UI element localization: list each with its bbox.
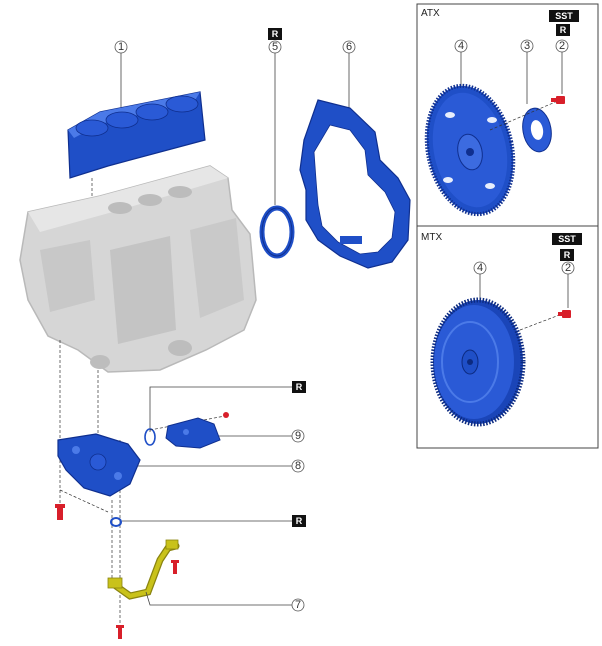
drive-plate-bolt: [551, 96, 565, 104]
strainer-bolt-lower: [116, 625, 124, 639]
svg-text:5: 5: [272, 41, 278, 53]
svg-text:SST: SST: [558, 234, 576, 244]
strainer-bolt-upper: [171, 560, 179, 574]
sst-tag-atx: [549, 10, 579, 22]
svg-text:4: 4: [458, 40, 464, 52]
callout-2-atx: 2: [555, 39, 569, 94]
svg-text:R: R: [564, 250, 571, 260]
r-tag-seal: R: [268, 28, 282, 40]
flywheel: [430, 297, 526, 427]
oil-pump: [57, 433, 141, 497]
r-tag-pump: R: [292, 381, 306, 393]
svg-text:9: 9: [295, 430, 301, 442]
sst-tag-mtx: [552, 233, 582, 245]
cylinder-liner-assembly: [67, 91, 206, 179]
rear-oil-seal: [259, 205, 295, 259]
r-tag-atx: [556, 24, 570, 36]
svg-text:3: 3: [524, 40, 530, 52]
strainer-o-ring: [110, 517, 122, 527]
svg-text:2: 2: [565, 262, 571, 274]
mtx-title: MTX: [421, 232, 442, 243]
flywheel-bolt: [558, 310, 571, 318]
end-plate-gasket: [299, 99, 411, 269]
callout-2-mtx: 2: [561, 261, 575, 308]
backing-plate: [522, 107, 552, 153]
svg-text:R: R: [296, 516, 303, 526]
r-tag-oring: R: [292, 515, 306, 527]
svg-text:8: 8: [295, 460, 301, 472]
svg-text:7: 7: [295, 599, 301, 611]
svg-text:R: R: [560, 25, 567, 35]
svg-text:4: 4: [477, 262, 483, 274]
r-tag-mtx: [560, 249, 574, 261]
callout-5: 5: [268, 40, 282, 205]
pump-side-bolt: [55, 504, 65, 520]
svg-text:2: 2: [559, 40, 565, 52]
cylinder-block: [19, 165, 257, 373]
atx-title: ATX: [421, 8, 440, 19]
callout-9: 9: [212, 429, 305, 443]
mtx-panel: MTX SST R 4 2: [416, 225, 599, 449]
oil-strainer-pipe: [107, 539, 180, 600]
callout-1: 1: [114, 40, 128, 108]
callout-4-atx: 4: [454, 39, 468, 86]
svg-text:1: 1: [118, 41, 124, 53]
svg-text:SST: SST: [555, 11, 573, 21]
oil-pump-cover: [165, 417, 221, 449]
atx-panel: ATX SST R 4 3 2: [416, 3, 599, 227]
callout-8: 8: [126, 459, 305, 473]
callout-6: 6: [342, 40, 356, 110]
svg-text:R: R: [272, 29, 279, 39]
callout-3-atx: 3: [520, 39, 534, 104]
callout-4-mtx: 4: [473, 261, 487, 300]
svg-text:R: R: [296, 382, 303, 392]
callout-7: 7: [145, 591, 305, 612]
pump-top-bolt: [223, 412, 229, 418]
svg-text:6: 6: [346, 41, 352, 53]
pump-o-ring: [144, 428, 156, 446]
drive-plate: [424, 83, 516, 217]
